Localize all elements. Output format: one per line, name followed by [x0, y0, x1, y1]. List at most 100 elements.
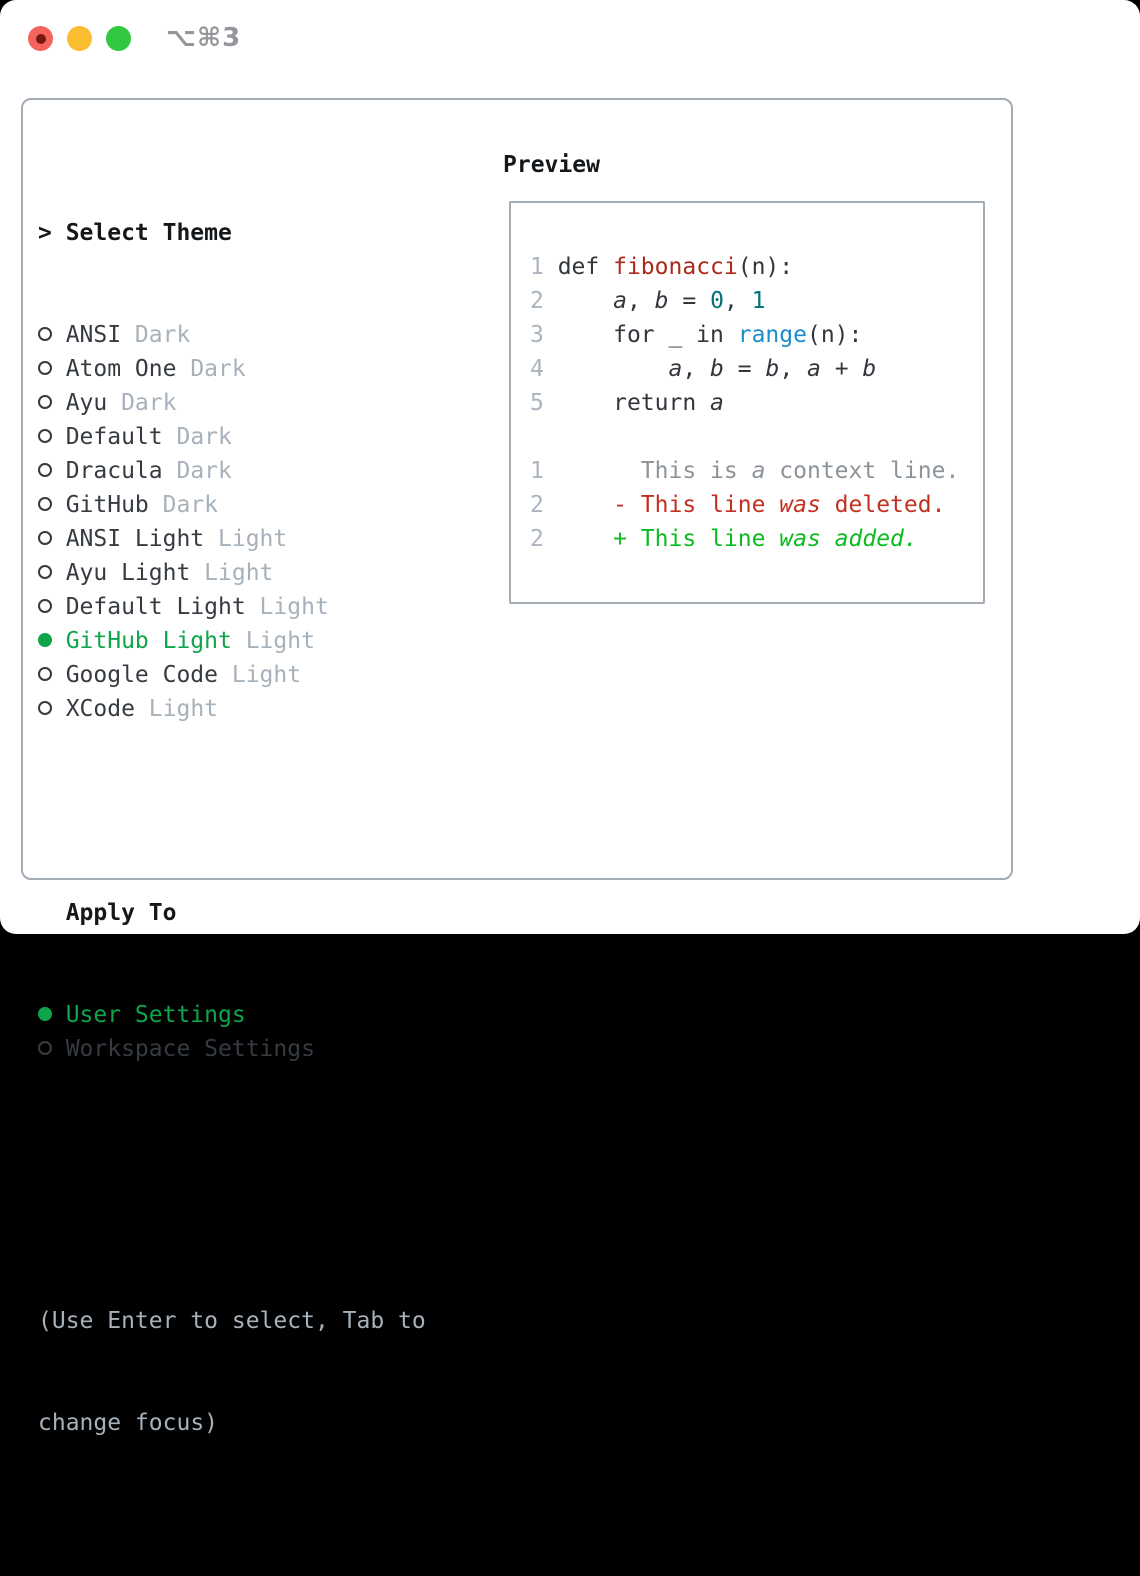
code-token: a: [807, 356, 821, 382]
radio-icon: [38, 598, 52, 613]
radio-cell: [38, 420, 66, 454]
preview-line: 4 a, b = b, a + b: [530, 352, 959, 386]
code-token: context line.: [765, 458, 960, 484]
theme-option-dracula[interactable]: Dracula Dark: [38, 454, 426, 488]
radio-icon: [38, 394, 52, 409]
preview-line: 2 a, b = 0, 1: [530, 284, 959, 318]
close-button[interactable]: [28, 26, 53, 51]
radio-icon: [38, 360, 52, 375]
theme-variant-tag: Light: [204, 526, 288, 552]
radio-cell: [38, 658, 66, 692]
theme-option-github[interactable]: GitHub Dark: [38, 488, 426, 522]
theme-option-label: Google Code: [65, 662, 219, 688]
hint-line-1: (Use Enter to select, Tab to: [38, 1308, 426, 1334]
theme-option-label: GitHub: [65, 492, 149, 518]
radio-selected-icon: [38, 632, 52, 647]
theme-option-xcode[interactable]: XCode Light: [38, 692, 426, 726]
minimize-button[interactable]: [67, 26, 92, 51]
line-number: 1: [530, 458, 544, 484]
code-token: + This line: [543, 526, 780, 552]
preview-title: Preview: [503, 152, 600, 178]
theme-option-github-light[interactable]: GitHub Light Light: [38, 624, 426, 658]
theme-variant-tag: Dark: [107, 390, 177, 416]
prompt-caret-icon: >: [38, 220, 52, 246]
theme-variant-tag: Light: [218, 662, 302, 688]
code-token: +: [820, 356, 863, 382]
radio-cell: [38, 454, 66, 488]
theme-option-label: Dracula: [65, 458, 163, 484]
radio-selected-icon: [38, 1006, 52, 1021]
theme-option-label: Ayu Light: [65, 560, 191, 586]
select-theme-title: Select Theme: [65, 220, 232, 246]
apply-option-workspace-settings[interactable]: Workspace Settings: [38, 1032, 426, 1066]
radio-icon: [38, 666, 52, 681]
code-token: was: [779, 492, 821, 518]
preview-line: 5 return a: [530, 386, 959, 420]
theme-option-ayu-light[interactable]: Ayu Light Light: [38, 556, 426, 590]
code-token: a: [613, 288, 627, 314]
radio-icon: [38, 326, 52, 341]
code-token: fibonacci: [613, 254, 738, 280]
code-token: for _ in: [543, 322, 738, 348]
spacer: [38, 794, 426, 828]
radio-cell: [38, 488, 66, 522]
traffic-lights: [28, 26, 131, 51]
theme-variant-tag: Dark: [162, 458, 232, 484]
radio-cell: [38, 556, 66, 590]
code-token: =: [723, 356, 766, 382]
code-token: b: [710, 356, 724, 382]
code-token: def: [543, 254, 614, 280]
preview-line: 3 for _ in range(n):: [530, 318, 959, 352]
theme-variant-tag: Dark: [121, 322, 191, 348]
apply-to-title: Apply To: [65, 900, 177, 926]
theme-option-ayu[interactable]: Ayu Dark: [38, 386, 426, 420]
code-token: [544, 356, 669, 382]
radio-icon: [38, 462, 52, 477]
code-token: added.: [834, 526, 918, 552]
line-number: 4: [530, 356, 544, 382]
spacer: [38, 1134, 426, 1168]
theme-option-default[interactable]: Default Dark: [38, 420, 426, 454]
code-token: =: [668, 288, 711, 314]
preview-line: 2 + This line was added.: [530, 522, 959, 556]
theme-option-default-light[interactable]: Default Light Light: [38, 590, 426, 624]
code-token: - This line: [543, 492, 780, 518]
apply-option-user-settings[interactable]: User Settings: [38, 998, 426, 1032]
radio-icon: [38, 428, 52, 443]
code-token: a: [751, 458, 766, 484]
code-token: a: [710, 390, 724, 416]
line-number: 2: [530, 492, 544, 518]
window-title-shortcut: ⌥⌘3: [166, 23, 242, 53]
line-number: 2: [530, 526, 544, 552]
code-token: b: [862, 356, 877, 382]
code-token: ,: [626, 288, 655, 314]
theme-option-label: ANSI Light: [65, 526, 205, 552]
theme-variant-tag: Light: [134, 696, 219, 722]
zoom-button[interactable]: [106, 26, 131, 51]
radio-cell: [38, 318, 66, 352]
radio-cell: [38, 624, 66, 658]
theme-option-ansi-light[interactable]: ANSI Light Light: [38, 522, 426, 556]
theme-option-label: XCode: [65, 696, 135, 722]
theme-variant-tag: Dark: [176, 356, 246, 382]
code-token: return: [543, 390, 711, 416]
hint-line-2: change focus): [38, 1410, 219, 1436]
code-token: b: [765, 356, 780, 382]
theme-option-google-code[interactable]: Google Code Light: [38, 658, 426, 692]
radio-icon: [38, 1040, 52, 1055]
code-token: This is: [543, 458, 752, 484]
code-token: range: [737, 322, 807, 348]
line-number: 2: [530, 288, 544, 314]
theme-option-atom-one[interactable]: Atom One Dark: [38, 352, 426, 386]
theme-option-ansi[interactable]: ANSI Dark: [38, 318, 426, 352]
radio-icon: [38, 530, 52, 545]
code-token: (n):: [806, 322, 863, 348]
code-token: ,: [682, 356, 711, 382]
code-token: 0: [710, 288, 724, 314]
radio-cell: [38, 590, 66, 624]
line-number: 5: [530, 390, 544, 416]
